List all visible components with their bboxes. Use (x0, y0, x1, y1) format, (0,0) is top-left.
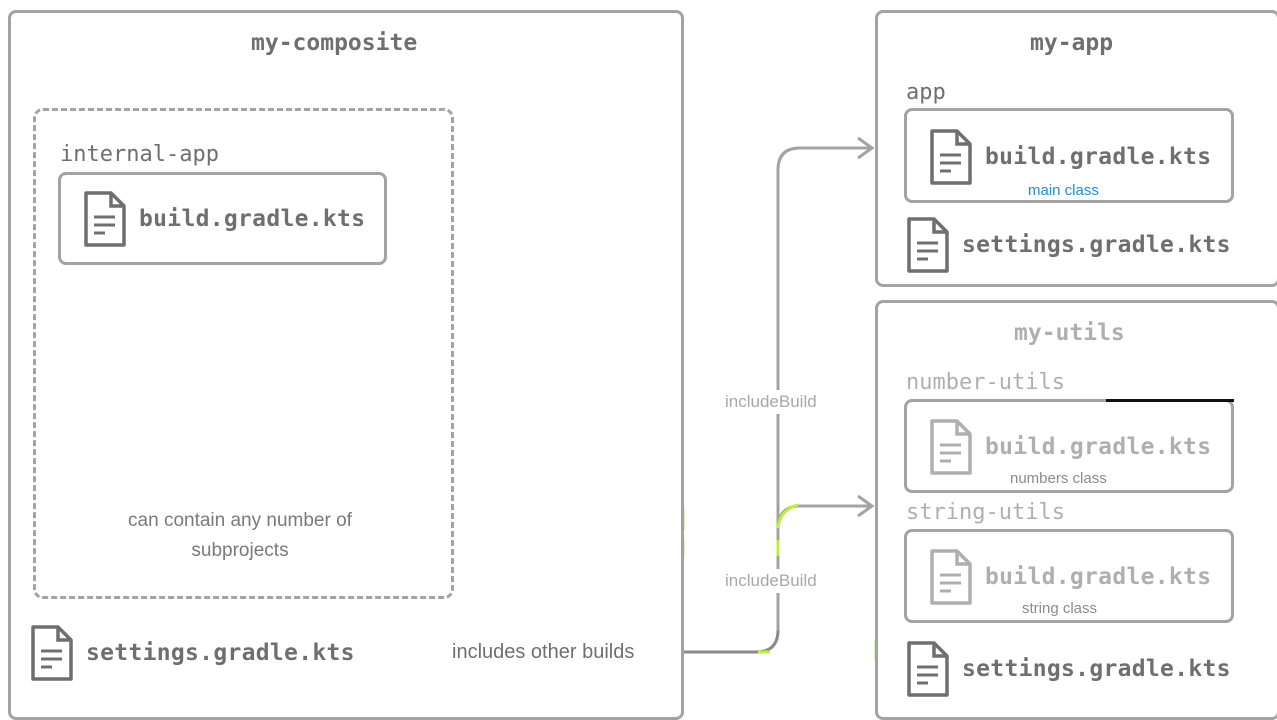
include-build-arrow-utils (776, 504, 872, 531)
string-utils-label: string-utils (906, 500, 1065, 525)
document-icon (930, 129, 972, 185)
string-utils-build-file: build.gradle.kts (929, 548, 1211, 606)
number-utils-build-file-name: build.gradle.kts (985, 434, 1212, 460)
green-accent-1 (776, 503, 799, 529)
composite-title: my-composite (251, 30, 418, 56)
internal-app-build-file-name: build.gradle.kts (139, 206, 366, 232)
numbers-class-caption: numbers class (1010, 470, 1107, 487)
app-build-file: build.gradle.kts (929, 128, 1211, 186)
app-subproject-label: app (906, 80, 946, 105)
composite-settings-file-name: settings.gradle.kts (86, 640, 355, 666)
internal-app-label: internal-app (60, 142, 219, 167)
number-utils-label: number-utils (906, 370, 1065, 395)
arrowhead-utils (857, 494, 875, 518)
string-utils-build-file-name: build.gradle.kts (985, 564, 1212, 590)
document-icon (907, 641, 949, 697)
subprojects-container (33, 108, 454, 599)
document-icon (907, 217, 949, 273)
app-settings-file: settings.gradle.kts (906, 216, 1231, 274)
number-utils-dark-edge (1106, 399, 1234, 402)
subprojects-note: can contain any number of subprojects (105, 506, 375, 566)
document-icon (930, 419, 972, 475)
app-build-file-name: build.gradle.kts (985, 144, 1212, 170)
app-main-class-caption: main class (1028, 182, 1099, 199)
app-build-title: my-app (1030, 30, 1114, 56)
utils-settings-file-name: settings.gradle.kts (962, 656, 1231, 682)
composite-build-box (8, 10, 684, 720)
document-icon (930, 549, 972, 605)
utils-settings-file: settings.gradle.kts (906, 640, 1231, 698)
string-class-caption: string class (1022, 600, 1098, 617)
document-icon (84, 191, 126, 247)
subprojects-note-line-1: can contain any number of (128, 510, 352, 531)
include-build-arrow-app (776, 146, 872, 171)
app-settings-file-name: settings.gradle.kts (962, 232, 1231, 258)
arrowhead-app (857, 136, 875, 160)
includes-other-builds-label: includes other builds (452, 641, 635, 663)
document-icon (31, 625, 73, 681)
composite-settings-file: settings.gradle.kts (30, 624, 355, 682)
include-build-label-bottom: includeBuild (725, 569, 817, 593)
number-utils-build-file: build.gradle.kts (929, 418, 1211, 476)
utils-build-title: my-utils (1014, 320, 1125, 346)
internal-app-build-file: build.gradle.kts (83, 190, 365, 248)
include-build-label-top: includeBuild (725, 390, 817, 414)
subprojects-note-line-2: subprojects (191, 540, 289, 561)
include-build-base (683, 629, 780, 654)
